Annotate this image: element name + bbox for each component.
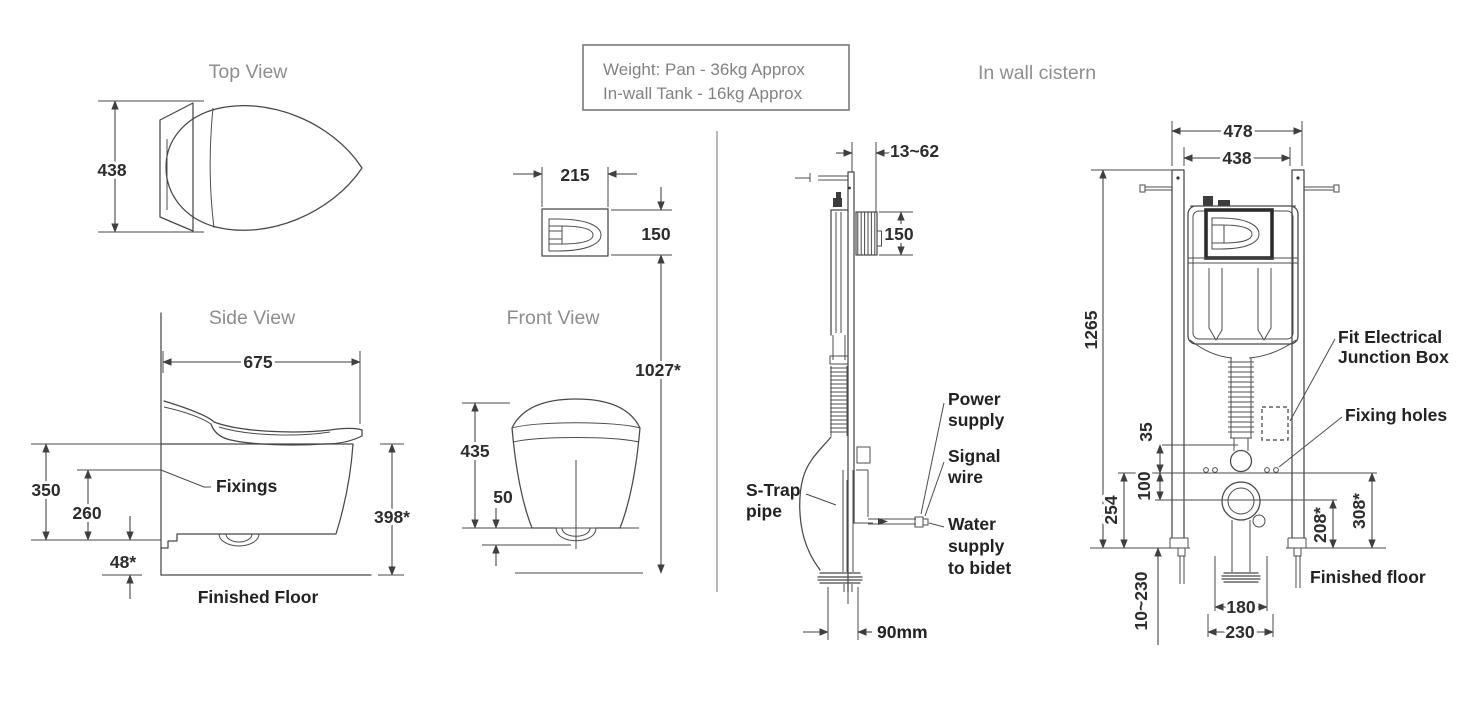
water-supply-label-3: to bidet: [948, 558, 1011, 578]
dim-208: 208*: [1307, 499, 1337, 549]
fixing-holes-label: Fixing holes: [1345, 405, 1447, 425]
dim-1027: 1027*: [632, 254, 684, 574]
dim-435-value: 435: [460, 441, 489, 461]
dim-260: 260: [69, 469, 105, 541]
dim-260-value: 260: [72, 503, 101, 523]
front-view-bowl-outline: [511, 398, 641, 549]
dim-90mm-value: 90mm: [877, 622, 928, 642]
dim-675-value: 675: [243, 352, 272, 372]
dim-10-230-value: 10~230: [1131, 571, 1151, 630]
dim-478-value: 478: [1223, 121, 1252, 141]
dim-180-value: 180: [1226, 597, 1255, 617]
top-view-pan-outline: [159, 102, 363, 232]
dim-350-value: 350: [31, 480, 60, 500]
dim-150-side-value: 150: [884, 224, 913, 244]
dim-13-62-value: 13~62: [890, 141, 939, 161]
s-trap-pipe-shape: [799, 436, 863, 604]
dim-308: 308*: [1346, 472, 1376, 549]
front-view: Front View 215 150 1027*: [457, 162, 684, 574]
dim-675: 675: [162, 349, 361, 424]
junction-box-callout: Fit Electrical Junction Box: [1289, 327, 1449, 422]
weight-line-1: Weight: Pan - 36kg Approx: [603, 60, 805, 79]
signal-wire-callout: Signal wire: [924, 446, 1001, 517]
dim-35: 35: [1133, 419, 1164, 474]
fixing-holes-callout: Fixing holes: [1278, 405, 1447, 468]
s-trap-callout: S-Trap pipe: [746, 480, 837, 521]
dim-150-front: 150: [611, 187, 674, 256]
water-supply-label-2: supply: [948, 536, 1005, 556]
dim-150-front-value: 150: [641, 224, 670, 244]
flush-plate-front: [541, 208, 609, 257]
cistern-tank-front: [1187, 196, 1299, 359]
water-supply-callout: Water supply to bidet: [928, 514, 1011, 578]
dim-230: 230: [1207, 614, 1274, 645]
cistern-front-pipe: [1203, 358, 1279, 583]
dim-398-value: 398*: [374, 507, 410, 527]
dim-100: 100: [1131, 468, 1164, 504]
s-trap-label-2: pipe: [746, 501, 782, 521]
dim-438-value: 438: [97, 160, 126, 180]
dim-230-value: 230: [1225, 622, 1254, 642]
signal-wire-label-1: Signal: [948, 446, 1001, 466]
dim-1265: 1265: [1078, 169, 1172, 549]
weight-note-box: Weight: Pan - 36kg Approx In-wall Tank -…: [582, 44, 850, 111]
cistern-side-frame: [795, 171, 855, 593]
dim-100-value: 100: [1134, 471, 1154, 500]
dim-180: 180: [1214, 556, 1268, 620]
dim-35-value: 35: [1136, 422, 1156, 442]
cistern-side-valve-and-pipes: [854, 446, 929, 528]
dim-150-side: 150: [879, 211, 917, 256]
cistern-front-view: 478 438 1265 35 100 254 10~230: [1078, 118, 1449, 645]
cistern-side-tank: [830, 192, 848, 336]
dim-308-value: 308*: [1349, 493, 1369, 529]
top-view-title: Top View: [209, 61, 289, 83]
dim-90mm: 90mm: [803, 587, 928, 642]
fixings-label: Fixings: [216, 476, 278, 496]
power-supply-label-1: Power: [948, 389, 1001, 409]
dim-1027-value: 1027*: [635, 360, 681, 380]
top-view: Top View 438: [94, 61, 363, 233]
dim-350: 350: [28, 443, 64, 541]
reference-lines-cistern: [1090, 444, 1386, 549]
side-view: Side View 675 350 260: [28, 307, 413, 607]
dim-215: 215: [513, 162, 637, 207]
junction-box-label-1: Fit Electrical: [1338, 327, 1442, 347]
junction-box-label-2: Junction Box: [1338, 347, 1449, 367]
dim-438: 438: [94, 100, 204, 233]
finished-floor-label-front: Finished floor: [1310, 567, 1426, 587]
cistern-side-flush-plate: [855, 211, 882, 256]
dim-438-frame: 438: [1183, 145, 1291, 171]
dim-10-230: 10~230: [1128, 547, 1162, 645]
dim-478: 478: [1171, 118, 1303, 166]
dim-48: 48*: [107, 516, 139, 599]
front-view-title: Front View: [507, 307, 601, 329]
dim-50-value: 50: [493, 487, 513, 507]
dim-254-value: 254: [1101, 495, 1121, 524]
weight-line-2: In-wall Tank - 16kg Approx: [603, 84, 803, 103]
dim-208-value: 208*: [1310, 507, 1330, 543]
finished-floor-label-side: Finished Floor: [198, 587, 319, 607]
water-supply-label-1: Water: [948, 514, 996, 534]
dim-215-value: 215: [560, 165, 589, 185]
side-view-reference-lines: [31, 443, 404, 576]
dim-48-value: 48*: [110, 552, 136, 572]
junction-box: [1261, 406, 1289, 441]
s-trap-label-1: S-Trap: [746, 480, 800, 500]
cistern-side-view: 13~62 150 S-: [746, 138, 1011, 642]
dim-398: 398*: [371, 443, 413, 576]
signal-wire-label-2: wire: [947, 467, 983, 487]
dim-50: 50: [482, 484, 571, 566]
dim-1265-value: 1265: [1081, 310, 1101, 349]
dim-13-62: 13~62: [836, 138, 942, 212]
side-view-title: Side View: [209, 307, 296, 329]
dim-438-frame-value: 438: [1222, 148, 1251, 168]
power-supply-callout: Power supply: [920, 389, 1005, 515]
in-wall-cistern-title: In wall cistern: [978, 62, 1096, 84]
dim-435: 435: [457, 402, 639, 529]
cistern-side-flush-pipe: [829, 335, 849, 436]
power-supply-label-2: supply: [948, 410, 1005, 430]
fixings-callout: Fixings: [160, 469, 278, 496]
dim-254: 254: [1098, 472, 1128, 549]
